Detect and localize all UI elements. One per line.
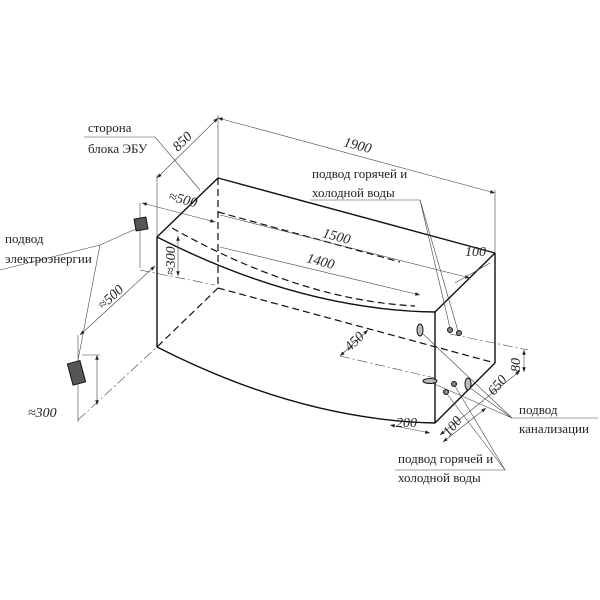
drain-label: подвод: [519, 402, 558, 417]
water-supply-bottom-label: холодной воды: [398, 470, 481, 485]
drain-label: канализации: [519, 421, 589, 436]
power-socket-icon: [66, 359, 87, 386]
dim-80: 80: [509, 358, 524, 372]
dim-500-top: ≈500: [167, 189, 199, 211]
dim-1900: 1900: [342, 135, 373, 157]
ecu-side-label: сторона: [88, 120, 132, 135]
dim-200: 200: [396, 416, 417, 431]
leader-lines: [0, 136, 598, 471]
tub-outline: [156, 177, 496, 424]
fixtures: [66, 216, 472, 395]
water-inlet-icon: [443, 389, 449, 395]
water-inlet-icon: [456, 330, 462, 336]
hidden-edges: [156, 178, 496, 364]
water-supply-top-label: холодной воды: [312, 185, 395, 200]
dim-100-right: 100: [465, 245, 486, 260]
drain-hole-icon: [422, 378, 438, 384]
dim-300-bottom: ≈300: [28, 406, 57, 421]
dim-1400: 1400: [305, 251, 336, 273]
power-supply-label: электроэнергии: [5, 251, 92, 266]
water-supply-top-label: подвод горячей и: [312, 166, 407, 181]
water-inlet-icon: [447, 327, 453, 333]
water-inlet-icon: [451, 381, 457, 387]
dim-300: ≈300: [164, 246, 179, 275]
power-supply-label: подвод: [5, 231, 44, 246]
dim-650: 650: [486, 373, 511, 399]
power-socket-icon: [133, 216, 149, 232]
dimension-lines: [77, 115, 529, 443]
overflow-hole-icon: [416, 323, 424, 337]
ecu-side-label: блока ЭБУ: [88, 141, 148, 156]
dim-850: 850: [170, 129, 195, 154]
dim-500-side: ≈500: [96, 283, 127, 313]
drain-hole-icon: [464, 377, 472, 391]
dim-1500: 1500: [321, 226, 352, 248]
water-supply-bottom-label: подвод горячей и: [398, 451, 493, 466]
dim-450: 450: [342, 329, 367, 354]
